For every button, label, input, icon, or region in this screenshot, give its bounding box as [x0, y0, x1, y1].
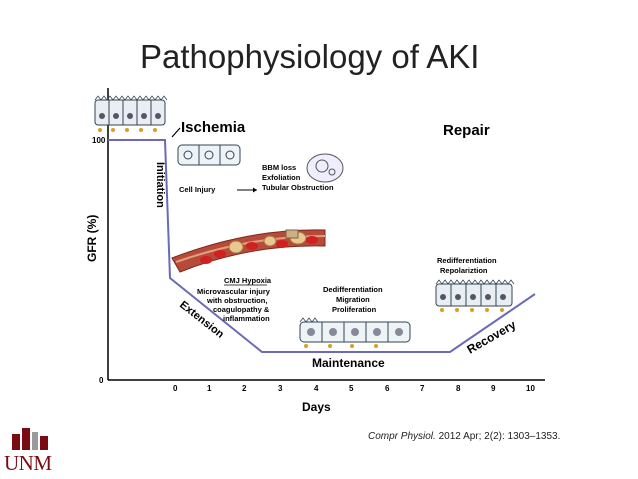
microvascular-text: Microvascular injury with obstruction, c…: [197, 287, 271, 323]
bbm-line-1: BBM loss: [262, 163, 296, 172]
citation-journal: Compr Physiol.: [368, 431, 436, 442]
proliferating-cells-illustration: [299, 317, 411, 348]
x-tick-6: 6: [385, 384, 390, 393]
dediff-line-3: Proliferation: [332, 305, 377, 314]
y-tick-100: 100: [92, 136, 106, 145]
microvascular-line-3: coagulopathy &: [213, 305, 270, 314]
x-tick-1: 1: [207, 384, 212, 393]
microvascular-line-1: Microvascular injury: [197, 287, 271, 296]
rediff-text: Redifferentiation Repolariztion: [437, 256, 497, 275]
x-tick-3: 3: [278, 384, 283, 393]
rediff-line-2: Repolariztion: [440, 266, 488, 275]
healthy-cells-illustration: [94, 95, 168, 132]
bbm-text: BBM loss Exfoliation Tubular Obstruction: [262, 163, 334, 192]
microvascular-line-4: inflammation: [223, 314, 270, 323]
bbm-line-3: Tubular Obstruction: [262, 183, 334, 192]
dediff-text: Dedifferentiation Migration Proliferatio…: [323, 285, 383, 314]
x-tick-8: 8: [456, 384, 461, 393]
phase-ischemia-label: Ischemia: [181, 119, 246, 136]
slide-title: Pathophysiology of AKI: [140, 38, 480, 75]
cmj-hypoxia-label: CMJ Hypoxia: [224, 276, 272, 285]
gfr-curve: [108, 139, 536, 353]
phase-repair-label: Repair: [443, 122, 490, 139]
unm-logo-text: UNM: [4, 451, 52, 475]
x-ticks: 0 1 2 3 4 5 6 7 8 9 10: [173, 384, 535, 393]
blood-vessel-illustration: [171, 229, 326, 273]
microvascular-line-2: with obstruction,: [206, 296, 267, 305]
bbm-line-2: Exfoliation: [262, 173, 301, 182]
x-axis-label: Days: [302, 400, 331, 414]
x-tick-5: 5: [349, 384, 354, 393]
citation: Compr Physiol. 2012 Apr; 2(2): 1303–1353…: [368, 431, 560, 442]
x-tick-7: 7: [420, 384, 425, 393]
phase-maintenance-label: Maintenance: [312, 356, 385, 370]
ischemia-arrow: [171, 127, 181, 138]
x-tick-10: 10: [526, 384, 535, 393]
injured-cells-illustration: [177, 144, 241, 166]
exfoliated-cell-illustration: [306, 153, 344, 183]
dediff-line-1: Dedifferentiation: [323, 285, 383, 294]
repaired-cells-illustration: [435, 279, 515, 312]
x-tick-2: 2: [242, 384, 247, 393]
rediff-line-1: Redifferentiation: [437, 256, 497, 265]
x-tick-9: 9: [491, 384, 496, 393]
unm-logo-mark: [12, 428, 48, 450]
x-tick-4: 4: [314, 384, 319, 393]
cell-injury-label: Cell Injury: [179, 185, 216, 194]
y-axis-label: GFR (%): [85, 215, 99, 262]
phase-initiation-label: Initiation: [154, 162, 166, 208]
citation-details: 2012 Apr; 2(2): 1303–1353.: [435, 431, 561, 442]
dediff-line-2: Migration: [336, 295, 370, 304]
x-tick-0: 0: [173, 384, 178, 393]
y-tick-0: 0: [99, 376, 104, 385]
